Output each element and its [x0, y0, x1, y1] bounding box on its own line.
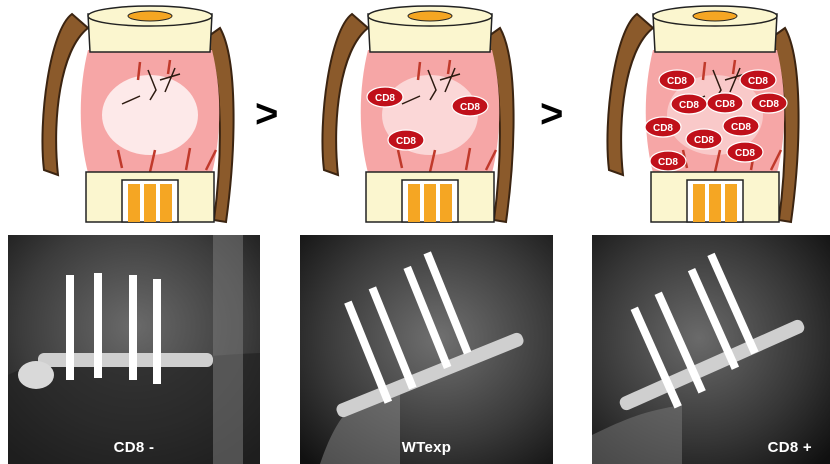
cd8-cell: CD8: [367, 87, 403, 107]
svg-text:CD8: CD8: [694, 135, 714, 146]
xray-cd8-minus-image: [8, 235, 260, 464]
diagram-cd8-plus-svg: CD8 CD8 CD8 CD8 CD8 CD8 CD8 CD8 CD8 CD8: [595, 0, 815, 235]
svg-text:CD8: CD8: [715, 99, 735, 110]
svg-text:CD8: CD8: [679, 100, 699, 111]
cd8-cell: CD8: [645, 117, 681, 137]
cd8-cell: CD8: [740, 70, 776, 90]
xray-label: CD8 -: [8, 439, 260, 456]
svg-text:CD8: CD8: [653, 123, 673, 134]
cd8-cell: CD8: [727, 142, 763, 162]
svg-text:CD8: CD8: [731, 122, 751, 133]
svg-text:CD8: CD8: [460, 102, 480, 113]
cd8-cell: CD8: [650, 151, 686, 171]
svg-text:CD8: CD8: [375, 93, 395, 104]
xray-wtexp: WTexp: [300, 235, 553, 464]
greater-than-sign-1: >: [255, 92, 278, 137]
cd8-cell: CD8: [723, 116, 759, 136]
cd8-cell: CD8: [751, 93, 787, 113]
xray-label: CD8 +: [592, 439, 830, 456]
cd8-cell: CD8: [686, 129, 722, 149]
bone-defect-diagram-wtexp: CD8 CD8 CD8: [310, 0, 530, 235]
cd8-cell: CD8: [388, 130, 424, 150]
xray-wtexp-image: [300, 235, 553, 464]
cd8-cell: CD8: [707, 93, 743, 113]
xray-cd8-plus-image: [592, 235, 830, 464]
cd8-cell: CD8: [671, 94, 707, 114]
svg-text:CD8: CD8: [759, 99, 779, 110]
svg-text:CD8: CD8: [396, 136, 416, 147]
xray-cd8-minus: CD8 -: [8, 235, 260, 464]
svg-text:CD8: CD8: [658, 157, 678, 168]
cd8-cell: CD8: [659, 70, 695, 90]
xray-cd8-plus: CD8 +: [592, 235, 830, 464]
svg-text:CD8: CD8: [667, 76, 687, 87]
bone-defect-diagram-cd8-minus: [30, 0, 250, 235]
cd8-cell: CD8: [452, 96, 488, 116]
greater-than-sign-2: >: [540, 92, 563, 137]
bone-defect-diagram-cd8-plus: CD8 CD8 CD8 CD8 CD8 CD8 CD8 CD8 CD8 CD8: [595, 0, 815, 235]
svg-text:CD8: CD8: [735, 148, 755, 159]
svg-text:CD8: CD8: [748, 76, 768, 87]
xray-label: WTexp: [300, 439, 553, 456]
diagram-cd8-minus-svg: [30, 0, 250, 235]
diagram-wtexp-svg: CD8 CD8 CD8: [310, 0, 530, 235]
